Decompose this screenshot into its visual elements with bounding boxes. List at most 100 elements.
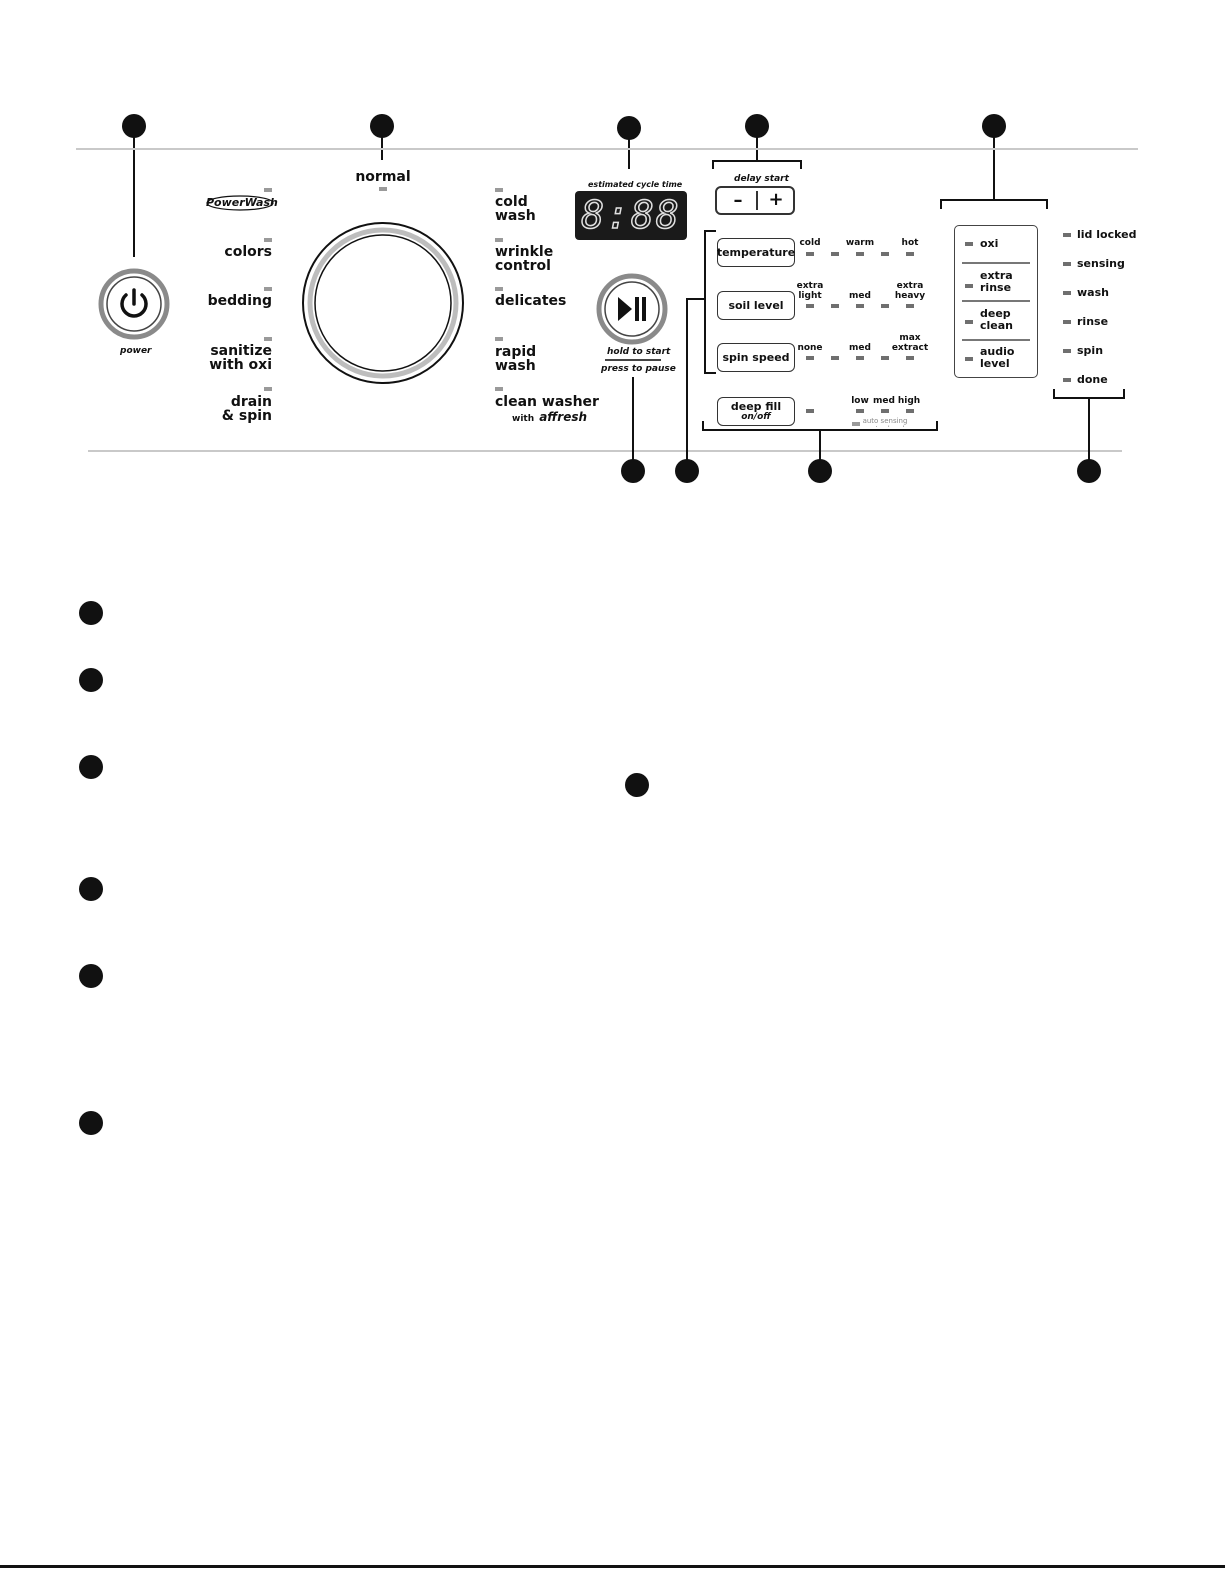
delay-plus-button[interactable]: +: [768, 189, 784, 210]
temperature-button[interactable]: temperature: [717, 238, 795, 267]
callout-line-modifiers: [686, 298, 688, 461]
soil-level-button[interactable]: soil level: [717, 291, 795, 320]
bracket-options-left: [940, 199, 942, 209]
deep-fill-sub-label: on/off: [741, 412, 771, 422]
spin-max-extract-label: max extract: [891, 333, 929, 353]
options-panel: [954, 225, 1038, 378]
fill-med-label: med: [873, 396, 895, 406]
bracket-deep-fill-right: [936, 421, 938, 431]
start-pause-divider: [605, 359, 661, 361]
panel-top-line: [76, 148, 1138, 150]
soil-med-label: med: [849, 291, 871, 301]
bracket-delay-start-left: [712, 160, 714, 169]
hold-to-start-label: hold to start: [607, 347, 671, 357]
legend-dot-1: [79, 601, 103, 625]
page-bottom-rule: [0, 1565, 1225, 1568]
status-led-sensing: [1063, 262, 1071, 266]
callout-dot-start: [621, 459, 645, 483]
option-extra-rinse[interactable]: extra rinse: [980, 269, 1013, 294]
option-led-audio-level: [965, 357, 973, 361]
legend-dot-2: [79, 668, 103, 692]
soil-extra-light-label: extra light: [796, 281, 824, 301]
bracket-modifiers-top: [704, 230, 716, 232]
temp-led-3: [856, 252, 864, 256]
cycle-cold-wash[interactable]: cold wash: [495, 194, 536, 224]
press-to-pause-label: press to pause: [601, 364, 676, 374]
power-button[interactable]: [98, 268, 170, 340]
fill-led-low: [856, 409, 864, 413]
status-rinse: rinse: [1077, 315, 1109, 328]
callout-line-status: [1088, 397, 1090, 461]
delay-start-label: delay start: [734, 174, 789, 184]
cycle-rapid-wash[interactable]: rapid wash: [495, 344, 537, 374]
soil-led-3: [856, 304, 864, 308]
temp-warm-label: warm: [845, 238, 875, 248]
fill-led-high: [906, 409, 914, 413]
status-lid-locked: lid locked: [1077, 228, 1137, 241]
spin-led-3: [856, 356, 864, 360]
soil-led-4: [881, 304, 889, 308]
option-led-deep-clean: [965, 320, 973, 324]
bracket-status-right: [1123, 389, 1125, 399]
options-divider-2: [962, 300, 1030, 302]
cycle-delicates[interactable]: delicates: [495, 293, 567, 309]
cycle-selector-knob[interactable]: [300, 220, 466, 386]
status-sensing: sensing: [1077, 257, 1125, 270]
deep-fill-led: [806, 409, 814, 413]
callout-line-display: [628, 139, 630, 169]
cycle-colors[interactable]: colors: [224, 244, 272, 260]
led-bedding: [264, 287, 272, 291]
delay-minus-button[interactable]: –: [733, 190, 743, 211]
legend-dot-5: [79, 964, 103, 988]
deep-fill-button[interactable]: deep fill on/off: [717, 397, 795, 426]
temp-led-4: [881, 252, 889, 256]
callout-dot-status: [1077, 459, 1101, 483]
spin-led-5: [906, 356, 914, 360]
option-led-extra-rinse: [965, 284, 973, 288]
bracket-delay-start-right: [800, 160, 802, 169]
status-led-lid-locked: [1063, 233, 1071, 237]
led-wrinkle-control: [495, 238, 503, 242]
start-pause-button[interactable]: [596, 273, 668, 345]
callout-dot-cycle-knob: [370, 114, 394, 138]
powerwash-logo: PowerWash: [206, 195, 278, 211]
spin-speed-button[interactable]: spin speed: [717, 343, 795, 372]
callout-dot-deep-fill: [808, 459, 832, 483]
cycle-bedding[interactable]: bedding: [207, 293, 272, 309]
spin-none-label: none: [797, 343, 823, 353]
legend-dot-6: [79, 1111, 103, 1135]
led-colors: [264, 238, 272, 242]
legend-dot-4: [79, 877, 103, 901]
power-label: power: [120, 346, 152, 356]
bracket-options-right: [1046, 199, 1048, 209]
option-oxi[interactable]: oxi: [980, 237, 999, 250]
delay-divider: [756, 191, 758, 210]
bracket-delay-start: [712, 160, 802, 162]
cycle-normal[interactable]: normal: [355, 169, 411, 185]
led-rapid-wash: [495, 337, 503, 341]
bracket-status-left: [1053, 389, 1055, 399]
bracket-modifiers-bottom: [704, 372, 716, 374]
power-icon: [120, 288, 148, 318]
cycle-clean-washer[interactable]: clean washer: [495, 394, 599, 410]
cycle-drain-spin[interactable]: drain & spin: [221, 394, 272, 424]
option-deep-clean[interactable]: deep clean: [980, 307, 1014, 332]
soil-extra-heavy-label: extra heavy: [894, 281, 926, 301]
temp-hot-label: hot: [901, 238, 919, 248]
option-audio-level[interactable]: audio level: [980, 345, 1015, 370]
callout-dot-display: [617, 116, 641, 140]
option-led-oxi: [965, 242, 973, 246]
cycle-wrinkle-control[interactable]: wrinkle control: [495, 244, 554, 274]
display-digits: 8:88: [580, 192, 681, 238]
spin-led-1: [806, 356, 814, 360]
bracket-options: [940, 199, 1048, 201]
status-led-rinse: [1063, 320, 1071, 324]
callout-dot-modifiers: [675, 459, 699, 483]
cycle-sanitize-with-oxi[interactable]: sanitize with oxi: [209, 343, 272, 373]
spin-led-2: [831, 356, 839, 360]
fill-low-label: low: [851, 396, 869, 406]
status-done: done: [1077, 373, 1108, 386]
legend-dot-3: [79, 755, 103, 779]
temp-led-5: [906, 252, 914, 256]
fill-led-med: [881, 409, 889, 413]
